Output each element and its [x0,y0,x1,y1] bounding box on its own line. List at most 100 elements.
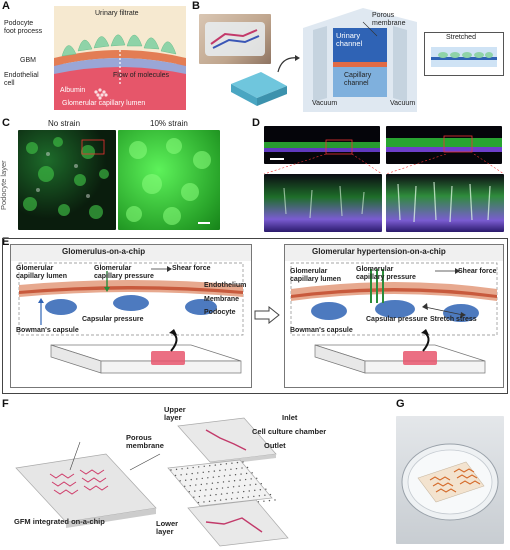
e-left-title: Glomerulus-on-a-chip [62,247,146,256]
membrane-pore [215,493,217,496]
membrane-pore [243,490,245,493]
label-podocyte-layer: Podocyte layer [0,160,8,210]
zoom-guides [262,154,506,174]
e-left-shear-force: Shear force [172,265,211,272]
membrane-pore [230,498,233,500]
membrane-pore [218,475,220,478]
micrograph-no-strain [18,130,116,230]
panel-a-illustration [54,6,186,110]
label-glomerular-lumen: Glomerular capillary lumen [62,100,146,107]
label-capillary-channel: Capillary channel [344,72,372,87]
panel-label-b: B [192,0,200,12]
membrane-pore [209,494,212,496]
membrane-pore [184,485,186,487]
chip-dish-photo [396,416,504,544]
membrane-pore [203,465,205,468]
f-cell-culture-chamber: Cell culture chamber [252,427,327,436]
membrane-pore [237,491,239,493]
e-left-capillary-pressure: Glomerular capillary pressure [94,265,154,280]
membrane-pore [202,471,204,474]
membrane-pore [241,467,243,469]
membrane-pore [214,500,216,502]
membrane-pore [196,478,198,480]
membrane-pore [201,477,203,480]
panel-label-g: G [396,398,405,410]
label-albumin: Albumin [60,87,86,94]
membrane-pore [185,473,188,475]
panel-e-frame [2,238,508,394]
e-left-membrane: Membrane [204,296,240,303]
membrane-pore [207,477,209,479]
membrane-pore [186,467,189,469]
label-podocyte-foot-process: Podocyte foot process [4,20,43,35]
membrane-pore [208,500,211,503]
e-right-title: Glomerular hypertension-on-a-chip [312,247,446,256]
membrane-pore [193,496,195,498]
e-right-stretch-stress: Stretch stress [430,316,477,323]
membrane-pore [225,498,227,501]
stretched-inset [424,32,504,76]
f-outlet: Outlet [264,441,286,450]
membrane-pore [236,461,239,464]
membrane-pore [190,478,192,481]
membrane-pore [232,486,235,488]
panel-label-d: D [252,117,260,129]
membrane-pore [197,466,200,468]
membrane-pore [247,496,249,498]
membrane-pore [269,493,272,496]
label-urinary-channel: Urinary channel [336,31,363,48]
membrane-pore [197,472,199,474]
membrane-pore [197,501,200,504]
e-left-lumen: Glomerular capillary lumen [16,265,67,280]
gfm-layer-stack [10,404,390,548]
membrane-pore [231,462,233,464]
membrane-pore [234,474,237,476]
membrane-pore [195,484,197,486]
membrane-pore [175,468,178,471]
membrane-pore [251,472,253,474]
membrane-pore [188,491,190,493]
membrane-pore [192,466,194,469]
membrane-pore [254,489,256,492]
membrane-pore [220,493,223,495]
membrane-pore [246,466,249,469]
label-ten-strain: 10% strain [150,119,188,128]
membrane-pore [189,484,191,487]
hypertension-on-chip-box [284,244,504,388]
membrane-pore [253,495,255,498]
chip-cross-section [303,8,417,112]
membrane-pore [219,499,222,501]
e-left-podocyte: Podocyte [204,309,236,316]
membrane-pore [174,474,177,477]
membrane-pore [209,464,211,467]
panel-label-a: A [2,0,10,12]
membrane-pore [194,490,196,492]
membrane-pore [239,479,241,481]
membrane-pore [264,494,266,496]
confocal-top-right [386,126,502,164]
membrane-pore [204,495,206,497]
membrane-pore [248,490,250,492]
panel-label-c: C [2,117,10,129]
membrane-pore [236,497,238,499]
membrane-pore [210,488,213,490]
e-right-shear-force: Shear force [458,268,497,275]
membrane-pore [249,484,251,486]
membrane-pore [258,495,261,497]
membrane-pore [216,487,218,490]
membrane-pore [244,478,247,481]
membrane-pore [259,489,262,491]
membrane-pore [265,488,267,490]
arrow-between-models [254,306,280,324]
membrane-pore [212,476,215,478]
membrane-pore [208,471,210,473]
panel-label-f: F [2,398,9,410]
f-porous-membrane: Porous membrane [126,433,164,450]
membrane-pore [224,469,227,471]
glomerulus-on-chip-box [10,244,252,388]
membrane-pore [206,483,208,485]
f-gfm-integrated: GFM integrated on-a-chip [14,517,105,526]
membrane-pore [230,468,232,470]
membrane-pore [184,479,187,481]
membrane-pore [180,474,182,476]
